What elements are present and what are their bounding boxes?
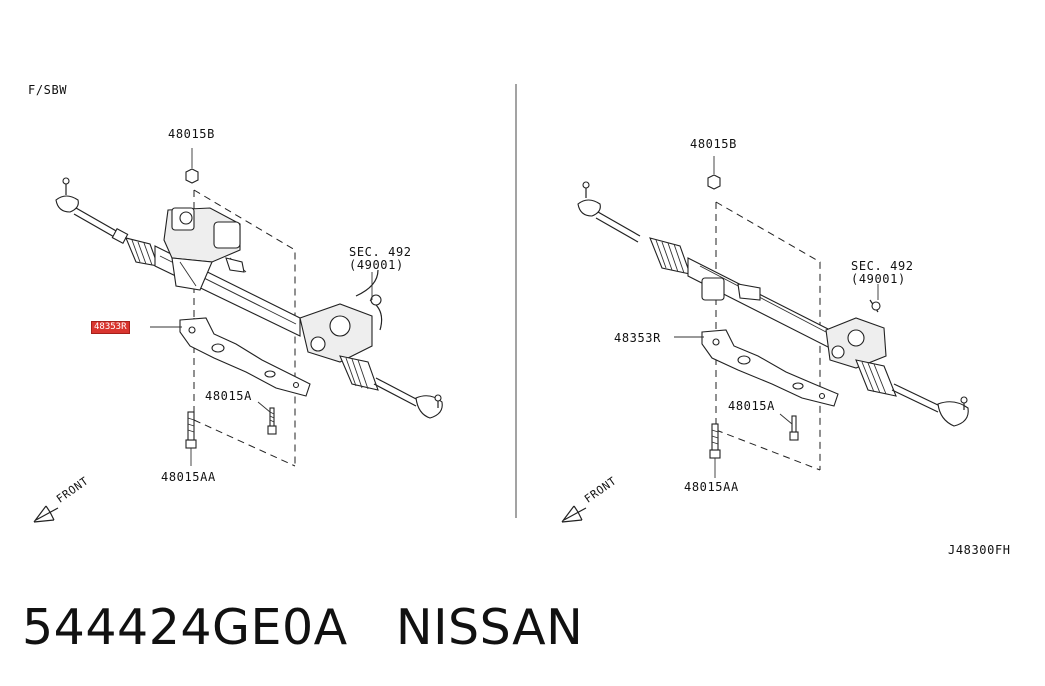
- header-code: F/SBW: [28, 83, 68, 97]
- right-boot: [339, 355, 379, 391]
- front-arrow-right-icon: [561, 505, 587, 523]
- right-panel-left-boot: [649, 237, 691, 275]
- left-bolt-a-label: 48015A: [205, 389, 252, 403]
- part-caption: 544424GE0A NISSAN: [22, 598, 583, 658]
- right-tie-rod-end: [373, 377, 443, 419]
- right-panel-bracket-48353r: [701, 329, 839, 407]
- bolt-48015aa-left: [185, 411, 197, 466]
- right-panel-pinion-unit: [825, 299, 887, 369]
- part-number: 544424GE0A: [22, 599, 348, 656]
- right-panel-right-boot: [855, 359, 897, 397]
- right-panel-rack-housing: [687, 257, 831, 349]
- left-bolt-aa-label: 48015AA: [161, 470, 216, 484]
- right-steering-assembly: [577, 156, 969, 478]
- left-steering-assembly: [55, 148, 443, 467]
- bolt-48015aa-right: [709, 423, 721, 478]
- brand-name: NISSAN: [395, 599, 584, 656]
- left-tie-rod-end: [55, 177, 129, 244]
- right-sec-line1: SEC. 492: [851, 259, 914, 273]
- right-panel-right-tie-rod-end: [891, 383, 969, 427]
- left-pinion-unit: [299, 269, 383, 363]
- right-bolt-a-label: 48015A: [728, 399, 775, 413]
- bolt-48015a-right: [779, 413, 799, 441]
- left-boot: [125, 237, 159, 267]
- left-motor-unit: [163, 207, 247, 291]
- right-bolt-aa-label: 48015AA: [684, 480, 739, 494]
- right-bracket-label: 48353R: [614, 331, 661, 345]
- drawing-id: J48300FH: [948, 543, 1011, 557]
- right-nut-label: 48015B: [690, 137, 737, 151]
- nut-48015b-right: [707, 156, 721, 190]
- left-highlight-label[interactable]: 48353R: [91, 321, 130, 334]
- nut-48015b-left: [185, 148, 199, 184]
- front-arrow-left-icon: [33, 505, 59, 523]
- right-sec-line2: (49001): [851, 272, 906, 286]
- bracket-48353r: [179, 317, 311, 397]
- left-sec-line2: (49001): [349, 258, 404, 272]
- left-sec-line1: SEC. 492: [349, 245, 412, 259]
- right-panel-left-tie-rod-end: [577, 181, 641, 243]
- bolt-48015a-left: [257, 401, 277, 435]
- left-nut-label: 48015B: [168, 127, 215, 141]
